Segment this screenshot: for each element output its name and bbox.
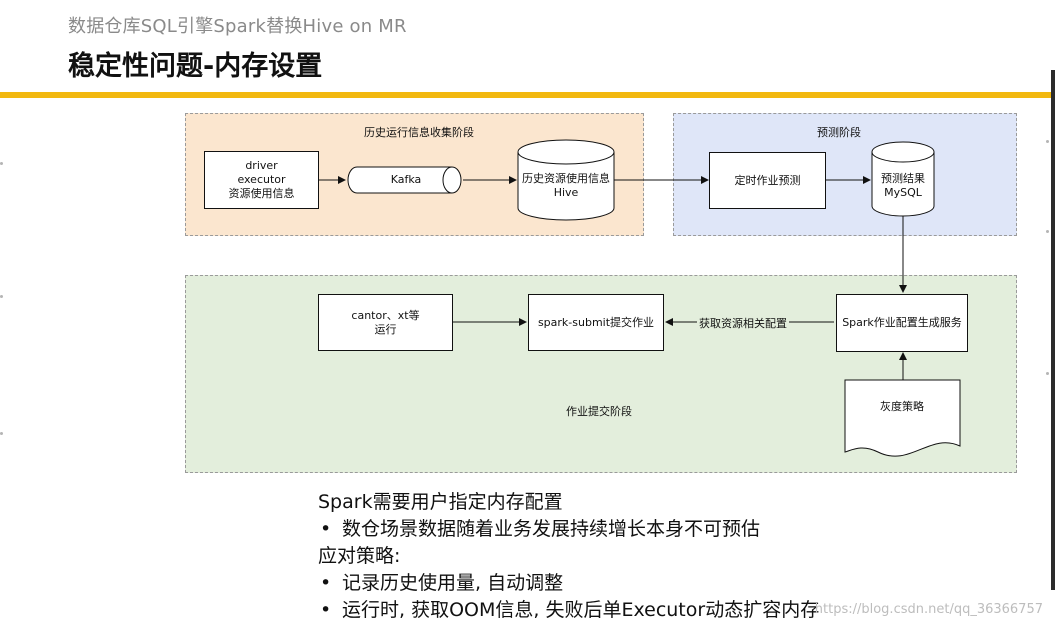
node-spark-submit: spark-submit提交作业 — [528, 294, 664, 351]
node-cantor: cantor、xt等 运行 — [318, 294, 453, 351]
left-dot — [0, 162, 3, 165]
notes-strategy: 应对策略: — [318, 545, 401, 567]
gray-strategy-document-shape — [844, 379, 961, 457]
right-dot — [1046, 140, 1049, 143]
kafka-queue-shape — [347, 166, 462, 194]
edge-label-get-config: 获取资源相关配置 — [697, 315, 789, 331]
node-hive: 历史资源使用信息 Hive — [522, 172, 610, 199]
right-dot — [1046, 230, 1049, 233]
url-watermark: https://blog.csdn.net/qq_36366757 — [814, 602, 1043, 617]
node-cron-predict: 定时作业预测 — [709, 152, 826, 209]
slide-title: 稳定性问题-内存设置 — [68, 51, 323, 82]
notes: Spark需要用户指定内存配置 数仓场景数据随着业务发展持续增长本身不可预估 应… — [318, 489, 958, 624]
notes-point: 记录历史使用量, 自动调整 — [318, 570, 958, 597]
hive-cylinder-shape — [517, 139, 615, 221]
node-mysql: 预测结果 MySQL — [881, 172, 925, 199]
right-dot — [1046, 372, 1049, 375]
left-dot — [0, 295, 3, 298]
mysql-cylinder-shape — [871, 141, 935, 217]
right-edge-bar — [1051, 70, 1055, 590]
notes-point: 数仓场景数据随着业务发展持续增长本身不可预估 — [318, 516, 958, 543]
accent-bar — [0, 92, 1055, 98]
phase-predict-label: 预测阶段 — [817, 126, 861, 139]
slide-subtitle: 数据仓库SQL引擎Spark替换Hive on MR — [68, 16, 407, 37]
phase-submit-label: 作业提交阶段 — [566, 405, 632, 418]
notes-heading: Spark需要用户指定内存配置 — [318, 491, 563, 513]
node-gray-strategy: 灰度策略 — [880, 400, 924, 413]
left-dot — [0, 432, 3, 435]
phase-history-label: 历史运行信息收集阶段 — [364, 126, 474, 139]
node-driver-executor: driver executor 资源使用信息 — [204, 151, 319, 209]
notes-point: 运行时, 获取OOM信息, 失败后单Executor动态扩容内存 — [318, 597, 958, 624]
node-kafka: Kafka — [390, 173, 422, 186]
node-config-service: Spark作业配置生成服务 — [836, 294, 968, 352]
